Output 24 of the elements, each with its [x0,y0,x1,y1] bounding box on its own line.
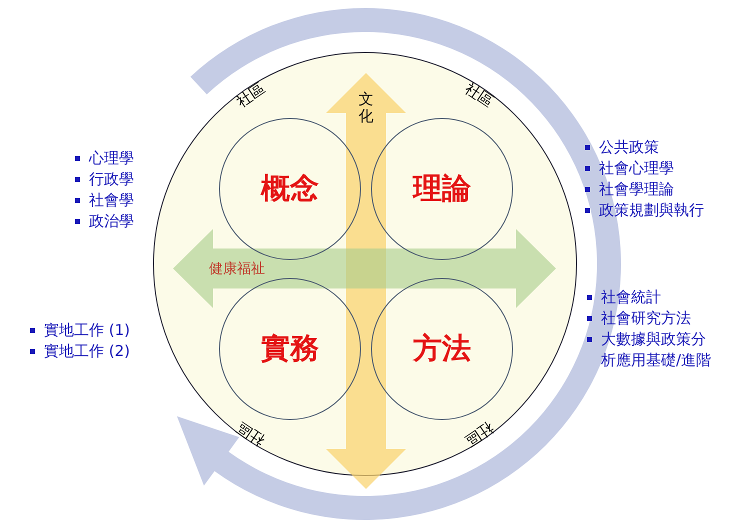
list-item: 社會學 [75,190,185,211]
ring-label: 社區 [233,79,269,112]
circle-node: 實務 [219,278,361,420]
list-item: 大數據與政策分析應用基礎/進階 [587,329,715,371]
list-item: 行政學 [75,169,185,190]
list-item: 社會統計 [587,287,715,308]
circle-node: 方法 [371,278,513,420]
list-item: 政策規劃與執行 [585,200,713,221]
ring-label: 社區 [461,79,497,112]
arrow-label: 文化 [358,91,374,125]
list-item: 社會研究方法 [587,308,715,329]
vertical-band [326,73,406,489]
ring-label: 社區 [461,417,497,450]
list-item: 心理學 [75,148,185,169]
circle-node: 概念 [219,118,361,260]
ring-label: 社區 [233,417,269,450]
list-item: 公共政策 [585,137,713,158]
list-item: 實地工作 (2) [30,341,160,362]
horizontal-band [173,229,556,308]
list-item: 社會學理論 [585,179,713,200]
arrow-label: 健康福祉 [209,260,265,276]
list-item: 實地工作 (1) [30,320,160,341]
list-item: 政治學 [75,211,185,232]
list-item: 社會心理學 [585,158,713,179]
